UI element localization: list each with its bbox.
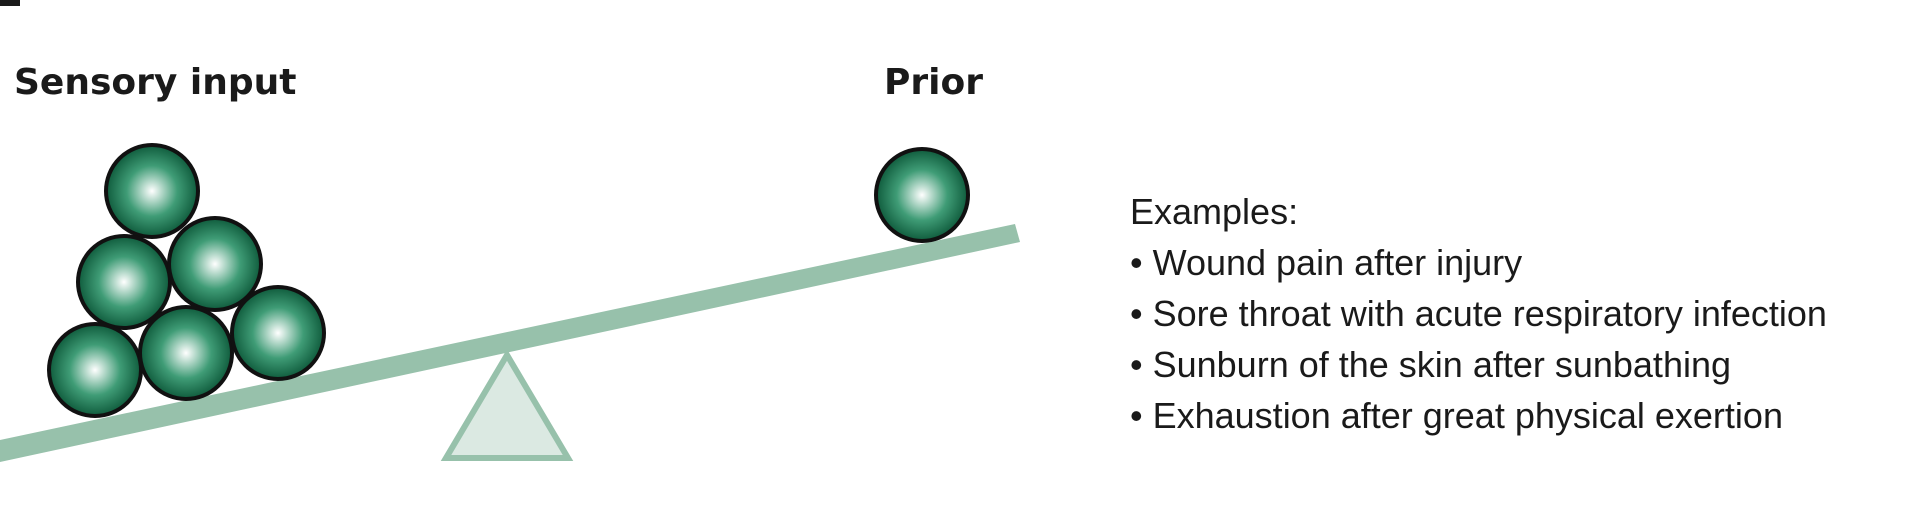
sensory-ball [47, 322, 143, 418]
example-item: Exhaustion after great physical exertion [1130, 390, 1827, 441]
sensory-input-balls [47, 143, 326, 418]
example-item: Sunburn of the skin after sunbathing [1130, 339, 1827, 390]
examples-list: Wound pain after injury Sore throat with… [1130, 237, 1827, 441]
seesaw-plank [0, 224, 1020, 462]
example-item: Sore throat with acute respiratory infec… [1130, 288, 1827, 339]
prior-balls [874, 147, 970, 243]
prior-label: Prior [884, 62, 983, 103]
examples-heading: Examples: [1130, 191, 1299, 232]
sensory-ball [230, 285, 326, 381]
prior-ball [874, 147, 970, 243]
sensory-ball [76, 234, 172, 330]
sensory-ball [138, 305, 234, 401]
sensory-input-label: Sensory input [14, 62, 297, 103]
examples-panel: Examples: Wound pain after injury Sore t… [1130, 186, 1827, 441]
corner-mark [0, 0, 20, 6]
fulcrum-triangle [440, 349, 574, 461]
sensory-ball [104, 143, 200, 239]
sensory-ball [167, 216, 263, 312]
example-item: Wound pain after injury [1130, 237, 1827, 288]
